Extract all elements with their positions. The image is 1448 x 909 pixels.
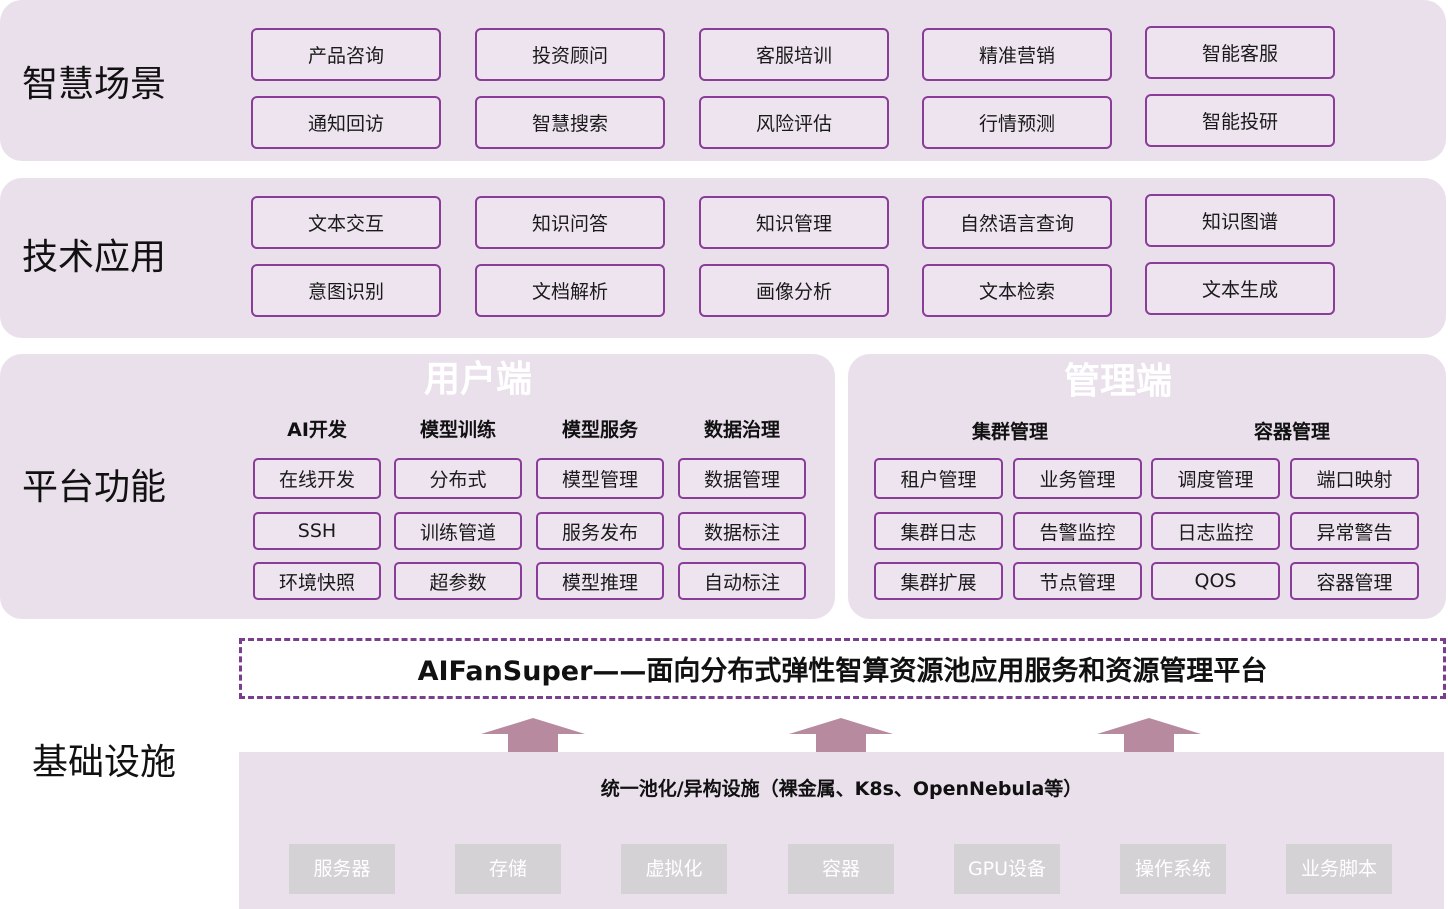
scenarios-row2-item: 智慧搜索 bbox=[475, 96, 665, 149]
scenarios-row2-item: 智能投研 bbox=[1145, 94, 1335, 147]
scenarios-row1-item: 精准营销 bbox=[922, 28, 1112, 81]
scenarios-row1-item: 投资顾问 bbox=[475, 28, 665, 81]
user-function-item: 模型推理 bbox=[536, 562, 664, 600]
infra-subtitle: 统一池化/异构设施（裸金属、K8s、OpenNebula等） bbox=[600, 778, 1083, 800]
platform-label: 平台功能 bbox=[22, 467, 167, 508]
tech-row2-item: 文档解析 bbox=[475, 264, 665, 317]
scenarios-label: 智慧场景 bbox=[22, 64, 167, 105]
scenarios-row2-item: 行情预测 bbox=[922, 96, 1112, 149]
admin-function-item: 租户管理 bbox=[874, 458, 1003, 499]
platform-banner: AIFanSuper——面向分布式弹性智算资源池应用服务和资源管理平台 bbox=[239, 638, 1446, 699]
infra-item: 容器 bbox=[788, 844, 894, 894]
user-column-head: 数据治理 bbox=[703, 419, 780, 441]
scenarios-row2-item: 通知回访 bbox=[251, 96, 441, 149]
scenarios-row1-item: 智能客服 bbox=[1145, 26, 1335, 79]
admin-group-cluster: 集群管理 bbox=[971, 421, 1048, 443]
user-function-item: 分布式 bbox=[394, 458, 522, 499]
tech-row2-item: 意图识别 bbox=[251, 264, 441, 317]
user-function-item: 服务发布 bbox=[536, 512, 664, 550]
admin-group-container: 容器管理 bbox=[1253, 421, 1330, 443]
tech-row2-item: 文本检索 bbox=[922, 264, 1112, 317]
admin-function-item: 容器管理 bbox=[1290, 562, 1419, 600]
admin-panel-title: 管理端 bbox=[1063, 361, 1172, 402]
infra-item: GPU设备 bbox=[954, 844, 1060, 894]
infra-item: 存储 bbox=[455, 844, 561, 894]
infra-item: 业务脚本 bbox=[1286, 844, 1392, 894]
tech-row1-item: 知识图谱 bbox=[1145, 194, 1335, 247]
user-column-head: 模型服务 bbox=[561, 419, 638, 441]
user-function-item: 自动标注 bbox=[678, 562, 806, 600]
infra-label: 基础设施 bbox=[32, 742, 177, 783]
admin-function-item: 业务管理 bbox=[1013, 458, 1142, 499]
up-arrow-icon bbox=[789, 718, 893, 752]
user-function-item: SSH bbox=[253, 512, 381, 550]
tech-row1-item: 自然语言查询 bbox=[922, 196, 1112, 249]
up-arrow-icon bbox=[481, 718, 585, 752]
scenarios-row1-item: 产品咨询 bbox=[251, 28, 441, 81]
tech-row1-item: 知识问答 bbox=[475, 196, 665, 249]
tech-label: 技术应用 bbox=[22, 237, 167, 278]
scenarios-row1-item: 客服培训 bbox=[699, 28, 889, 81]
admin-function-item: 异常警告 bbox=[1290, 512, 1419, 550]
user-column-head: 模型训练 bbox=[419, 419, 496, 441]
admin-function-item: 集群扩展 bbox=[874, 562, 1003, 600]
user-function-item: 超参数 bbox=[394, 562, 522, 600]
tech-row2-item: 画像分析 bbox=[699, 264, 889, 317]
up-arrow-icon bbox=[1097, 718, 1201, 752]
user-column-head: AI开发 bbox=[287, 419, 347, 441]
admin-function-item: 节点管理 bbox=[1013, 562, 1142, 600]
admin-function-item: 集群日志 bbox=[874, 512, 1003, 550]
admin-function-item: 调度管理 bbox=[1151, 458, 1280, 499]
user-function-item: 模型管理 bbox=[536, 458, 664, 499]
scenarios-row2-item: 风险评估 bbox=[699, 96, 889, 149]
tech-row2-item: 文本生成 bbox=[1145, 262, 1335, 315]
user-function-item: 数据管理 bbox=[678, 458, 806, 499]
admin-function-item: 告警监控 bbox=[1013, 512, 1142, 550]
infra-item: 服务器 bbox=[289, 844, 395, 894]
user-function-item: 训练管道 bbox=[394, 512, 522, 550]
user-function-item: 数据标注 bbox=[678, 512, 806, 550]
infra-item: 虚拟化 bbox=[621, 844, 727, 894]
user-function-item: 在线开发 bbox=[253, 458, 381, 499]
infra-item: 操作系统 bbox=[1120, 844, 1226, 894]
tech-row1-item: 文本交互 bbox=[251, 196, 441, 249]
tech-row1-item: 知识管理 bbox=[699, 196, 889, 249]
admin-function-item: QOS bbox=[1151, 562, 1280, 600]
admin-function-item: 端口映射 bbox=[1290, 458, 1419, 499]
admin-function-item: 日志监控 bbox=[1151, 512, 1280, 550]
user-panel-title: 用户端 bbox=[423, 359, 532, 400]
user-function-item: 环境快照 bbox=[253, 562, 381, 600]
